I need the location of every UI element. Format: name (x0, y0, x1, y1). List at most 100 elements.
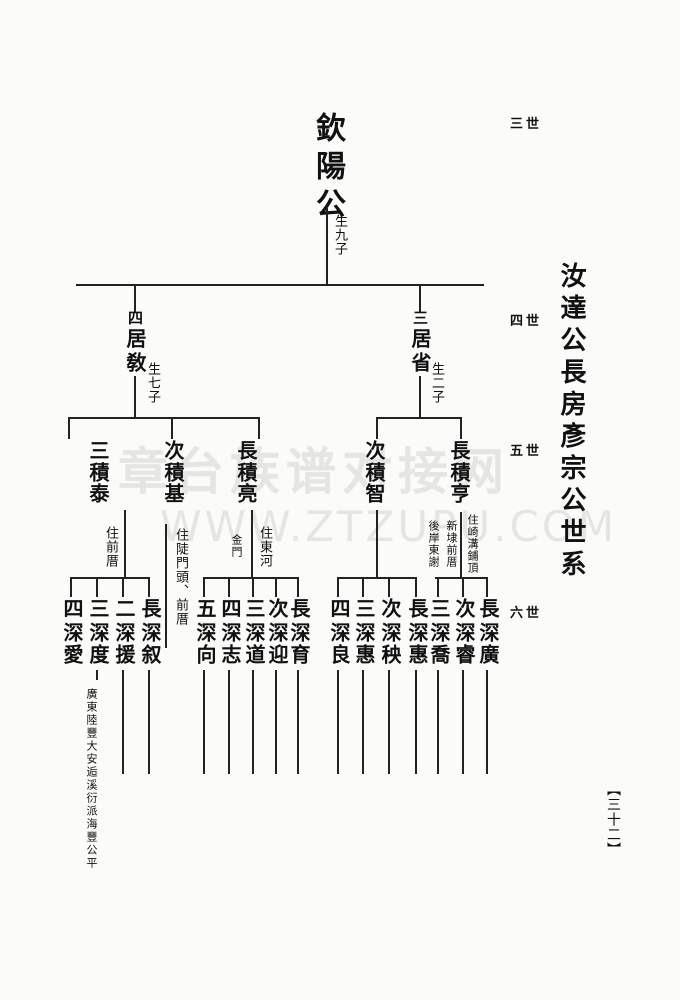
gen3-note: 生九子 (332, 214, 347, 256)
gen6-name: 深度 (86, 622, 110, 666)
gen5-note-5b: 住崎溝鋪頂 (466, 514, 479, 574)
gen6-line (388, 670, 390, 774)
gen6-line (362, 670, 364, 774)
gen6-line (437, 670, 439, 774)
gen3-stem (326, 208, 328, 286)
gen5-note-3a: 金門 (230, 534, 243, 558)
gen6-name: 深惠 (405, 622, 429, 666)
gen5-note-2: 住陡門頭、前厝 (173, 528, 188, 626)
gen-label-3: 三世 (510, 117, 543, 132)
gen4-stem-2 (419, 376, 421, 418)
gen6-name: 深迎 (265, 622, 289, 666)
gen6-order: 長 (138, 598, 162, 620)
gen5-name-5: 積亨 (447, 462, 471, 504)
gen6-name: 深廣 (476, 622, 500, 666)
gen6-note: 廣東陸豐大安逅溪衍派海豐公平 (85, 688, 98, 870)
gen5-drop-1 (68, 417, 70, 439)
gen6-order: 五 (193, 598, 217, 620)
gen-label-5: 五世 (510, 444, 543, 459)
gen5-stem-2 (165, 524, 167, 648)
gen6-name: 深道 (242, 622, 266, 666)
gen6-drop (122, 577, 124, 597)
gen6-drop (96, 577, 98, 597)
gen-label-4: 四世 (510, 314, 543, 329)
gen5-name-4: 積智 (362, 462, 386, 504)
gen6-drop (437, 577, 439, 597)
gen6-line (252, 670, 254, 774)
gen4-drop-1 (134, 284, 136, 312)
gen4-bar (76, 284, 484, 286)
gen6-line (96, 670, 98, 680)
page-number: 【三十二】 (605, 782, 621, 857)
gen6-line (415, 670, 417, 774)
gen6-order: 二 (112, 598, 136, 620)
gen6-order: 四 (60, 598, 84, 620)
gen6-name: 深援 (112, 622, 136, 666)
gen6-line (148, 670, 150, 774)
gen6-order: 次 (378, 598, 402, 620)
gen6-drop (388, 577, 390, 597)
gen6-name: 深向 (193, 622, 217, 666)
gen6-order: 長 (405, 598, 429, 620)
gen4-name-1: 居敎 (123, 328, 147, 376)
gen6-bar-2 (203, 577, 299, 579)
gen5-drop-3 (258, 417, 260, 439)
gen6-name: 深愛 (60, 622, 84, 666)
gen6-order: 長 (287, 598, 311, 620)
gen6-name: 深叙 (138, 622, 162, 666)
gen6-drop (252, 577, 254, 597)
gen6-order: 四 (218, 598, 242, 620)
gen5-drop-4 (376, 417, 378, 439)
gen6-line (228, 670, 230, 774)
gen6-name: 深惠 (352, 622, 376, 666)
gen5-order-1: 三 (86, 440, 110, 461)
watermark-cn: 章台族谱对接网 (118, 443, 510, 501)
gen5-order-4: 次 (362, 440, 386, 461)
gen6-line (122, 670, 124, 774)
gen6-name: 深睿 (452, 622, 476, 666)
gen6-drop (275, 577, 277, 597)
gen6-drop (486, 577, 488, 597)
gen6-drop (297, 577, 299, 597)
gen6-name: 深志 (218, 622, 242, 666)
gen6-line (297, 670, 299, 774)
gen-label-6: 六世 (510, 606, 543, 621)
gen4-drop-2 (419, 284, 421, 312)
gen6-order: 三 (427, 598, 451, 620)
gen6-drop (462, 577, 464, 597)
gen6-name: 深良 (327, 622, 351, 666)
gen6-drop (228, 577, 230, 597)
gen5-order-2: 次 (161, 440, 185, 461)
gen6-drop (415, 577, 417, 597)
gen6-drop (148, 577, 150, 597)
gen5-stem-3 (251, 510, 253, 578)
gen4-order-1: 四 (126, 310, 144, 325)
gen5-drop-2 (171, 417, 173, 439)
gen6-drop (70, 577, 72, 597)
gen6-bar-3 (337, 577, 417, 579)
gen6-order: 次 (265, 598, 289, 620)
gen5-note-1: 住前厝 (103, 526, 118, 568)
gen6-order: 次 (452, 598, 476, 620)
gen5-order-5: 長 (447, 440, 471, 461)
document-title: 汝達公長房彥宗公世系 (556, 262, 586, 582)
watermark-url: WWW.ZTZUPU.COM (160, 502, 618, 551)
gen6-drop (203, 577, 205, 597)
gen6-drop (362, 577, 364, 597)
gen5-bar-right (376, 417, 462, 419)
gen4-note-1: 生七子 (145, 362, 160, 404)
gen6-line (486, 670, 488, 774)
gen6-name: 深育 (287, 622, 311, 666)
gen6-order: 長 (476, 598, 500, 620)
gen6-line (275, 670, 277, 774)
gen6-order: 三 (242, 598, 266, 620)
gen4-name-2: 居省 (408, 328, 432, 376)
gen6-order: 三 (352, 598, 376, 620)
gen5-bar-left (68, 417, 260, 419)
gen6-bar-4 (435, 577, 488, 579)
gen6-order: 四 (327, 598, 351, 620)
gen5-stem-5 (460, 512, 462, 578)
gen5-note-5c: 後岸東謝 (427, 520, 440, 568)
gen6-name: 深喬 (427, 622, 451, 666)
gen5-note-3b: 住東河 (257, 526, 272, 568)
